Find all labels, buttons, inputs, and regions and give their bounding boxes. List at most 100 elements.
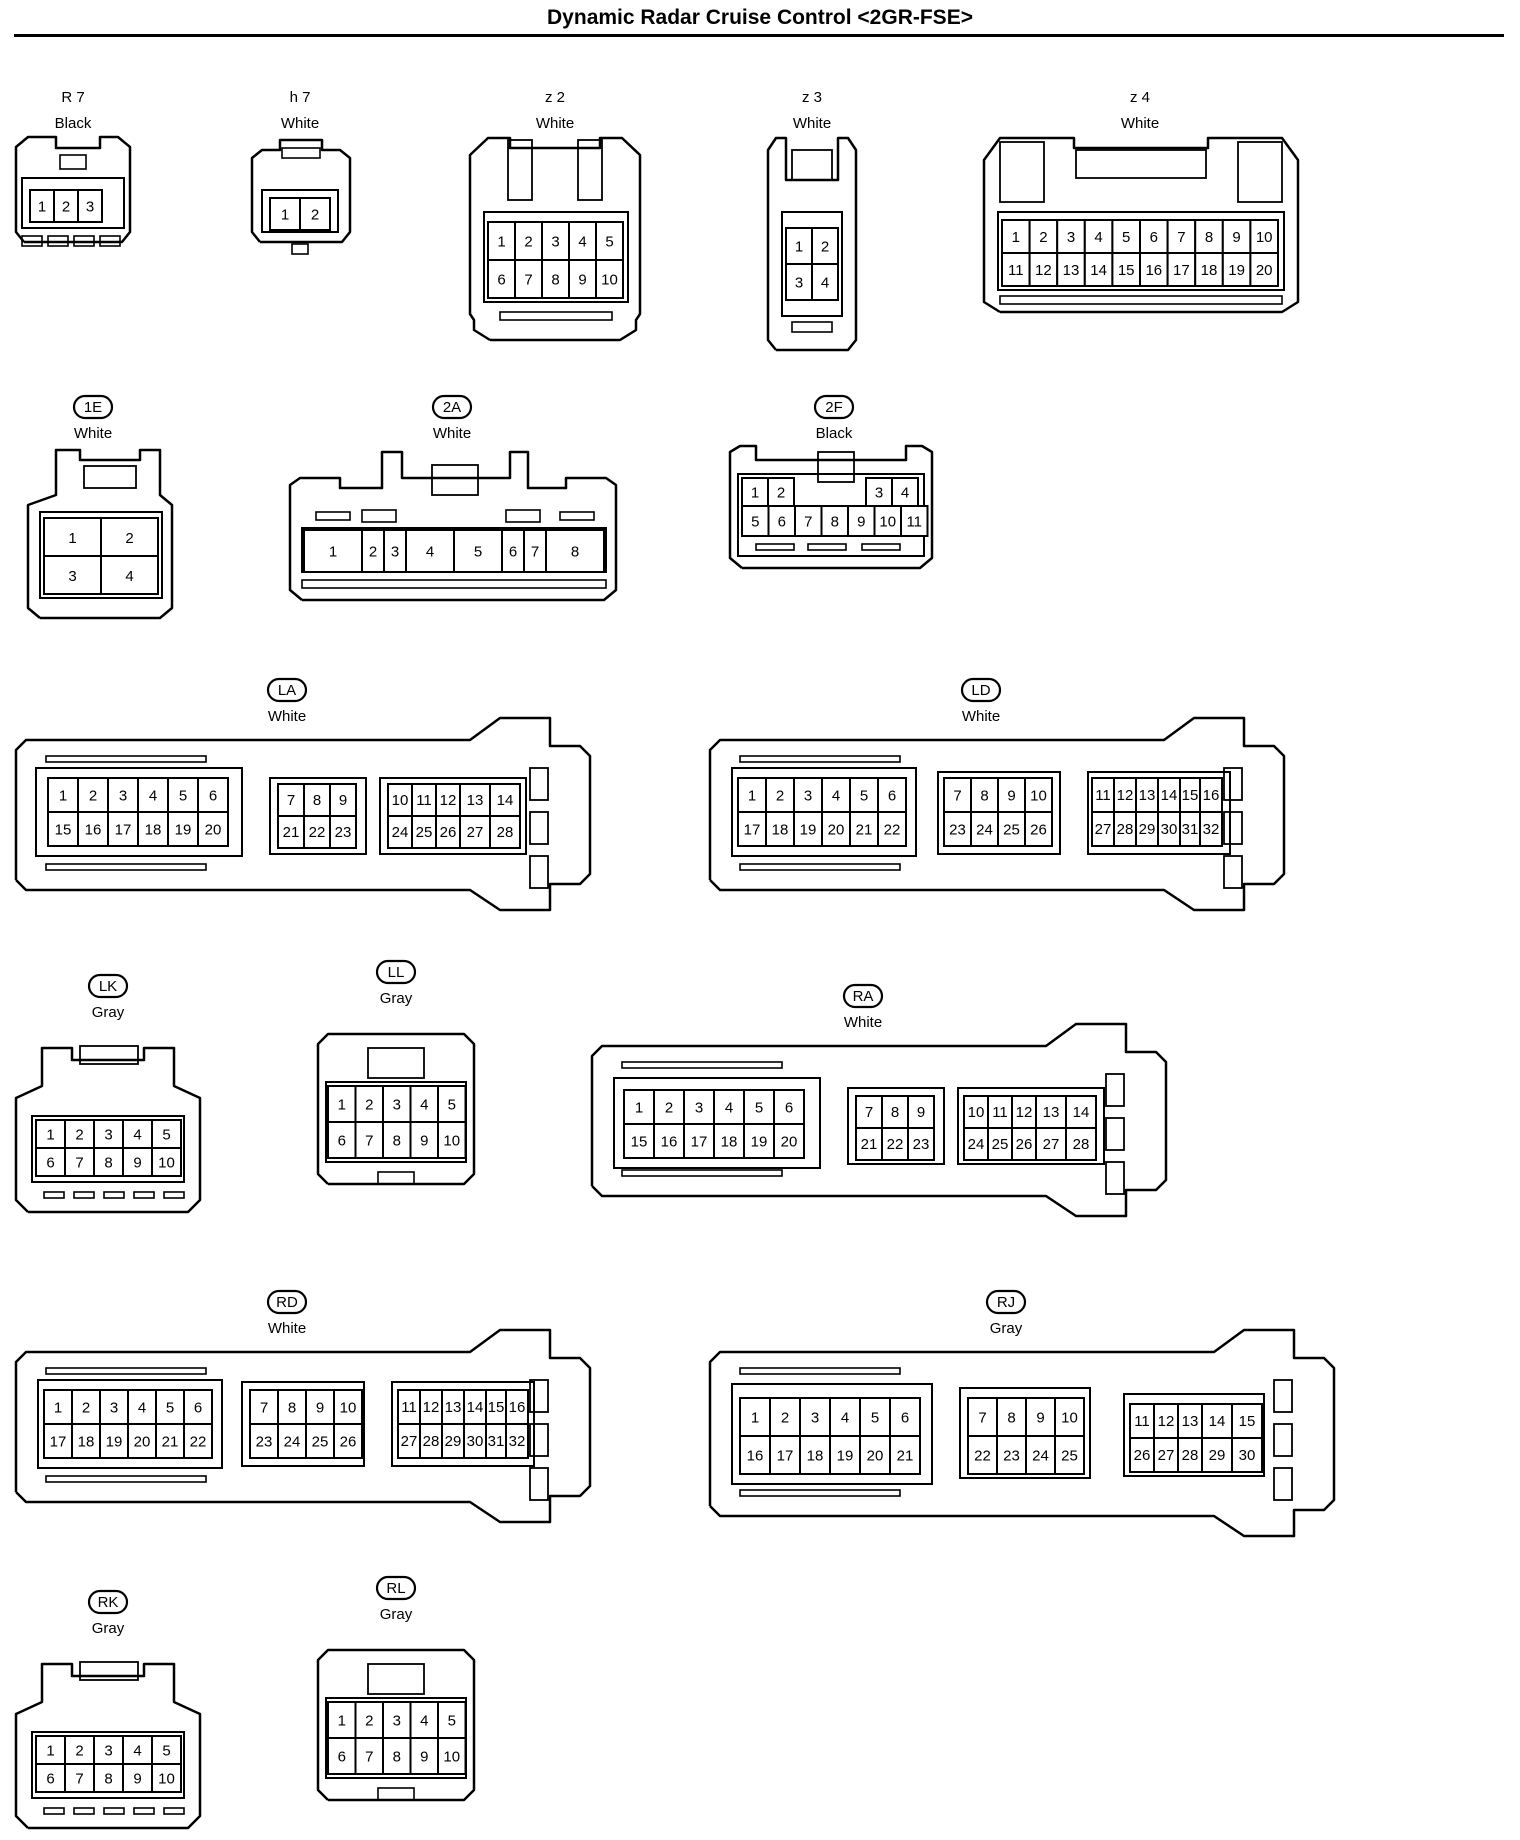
- pin-cell: [93, 1763, 124, 1793]
- pin-number: 4: [125, 568, 133, 585]
- pin-number: 2: [75, 1742, 83, 1759]
- pin-number: 3: [1067, 229, 1075, 246]
- pin-cell: [122, 1147, 153, 1177]
- connector-badge: [960, 677, 1002, 703]
- pin-number: 8: [288, 1399, 296, 1416]
- pin-cell: [881, 1127, 909, 1161]
- pin-number: 9: [339, 792, 347, 809]
- pin-number: 15: [631, 1133, 648, 1150]
- pin-number: 7: [75, 1770, 83, 1787]
- connector-badge: [87, 973, 129, 999]
- pin-cell: [127, 1423, 157, 1459]
- pin-cell: [382, 1737, 412, 1775]
- pin-number: 3: [104, 1126, 112, 1143]
- pin-number: 6: [901, 1409, 909, 1426]
- pin-number: 17: [115, 821, 132, 838]
- pin-number: 4: [133, 1126, 141, 1143]
- pin-number: 5: [162, 1742, 170, 1759]
- pin-number: 27: [401, 1433, 418, 1450]
- pin-number: 13: [467, 792, 484, 809]
- pin-number: 28: [1182, 1447, 1199, 1464]
- pin-number: 4: [578, 233, 586, 250]
- pin-cell: [773, 1123, 805, 1159]
- pin-number: 7: [365, 1748, 373, 1765]
- pin-number: 20: [205, 821, 222, 838]
- pin-number: 1: [59, 787, 67, 804]
- pin-number: 27: [467, 824, 484, 841]
- connector-badge: [375, 1575, 417, 1601]
- pin-number: 9: [917, 1104, 925, 1121]
- pin-number: 16: [509, 1399, 526, 1416]
- pin-cell: [333, 1423, 363, 1459]
- pin-cell: [996, 1435, 1027, 1475]
- pin-cell: [741, 505, 770, 537]
- pin-number: 27: [1095, 821, 1112, 838]
- pin-number: 23: [913, 1136, 930, 1153]
- pin-number: 1: [46, 1742, 54, 1759]
- pin-cell: [767, 505, 796, 537]
- pin-number: 1: [748, 787, 756, 804]
- pin-number: 11: [992, 1104, 1008, 1121]
- pin-number: 4: [841, 1409, 849, 1426]
- pin-cell: [1065, 1095, 1097, 1129]
- pin-cell: [35, 1119, 66, 1149]
- pin-cell: [820, 505, 849, 537]
- connector-color: White: [844, 1014, 882, 1031]
- pin-number: 3: [393, 1712, 401, 1729]
- pin-number: 1: [281, 206, 289, 223]
- pin-number: 11: [1095, 787, 1111, 804]
- pin-number: 4: [1094, 229, 1102, 246]
- pin-cell: [43, 517, 102, 557]
- pin-number: 16: [1145, 262, 1162, 279]
- pin-cell: [151, 1119, 182, 1149]
- pin-number: 7: [365, 1132, 373, 1149]
- pin-number: 13: [1139, 787, 1156, 804]
- pin-cell: [489, 815, 521, 849]
- pin-cell: [943, 777, 972, 813]
- connector-color: White: [793, 115, 831, 132]
- pin-number: 20: [134, 1433, 151, 1450]
- pin-cell: [387, 783, 413, 817]
- pin-number: 12: [1035, 262, 1052, 279]
- pin-number: 11: [1134, 1413, 1150, 1430]
- pin-cell: [889, 1435, 921, 1475]
- pin-number: 19: [837, 1447, 854, 1464]
- pin-number: 23: [256, 1433, 273, 1450]
- pin-number: 1: [795, 238, 803, 255]
- pin-cell: [249, 1389, 279, 1425]
- pin-number: 2: [311, 206, 319, 223]
- pin-number: 8: [891, 1104, 899, 1121]
- pin-number: 5: [162, 1126, 170, 1143]
- pin-number: 11: [401, 1399, 417, 1416]
- pin-number: 1: [751, 484, 759, 501]
- connector-id: z 2: [545, 89, 565, 106]
- pin-number: 6: [778, 513, 786, 530]
- pin-number: 4: [420, 1712, 428, 1729]
- pin-number: 8: [571, 543, 579, 560]
- pin-number: 9: [420, 1748, 428, 1765]
- connector-color: White: [433, 425, 471, 442]
- pin-cell: [303, 529, 363, 573]
- pin-cell: [1035, 1127, 1067, 1161]
- pin-number: 18: [78, 1433, 95, 1450]
- pin-number: 10: [1256, 229, 1273, 246]
- pin-number: 6: [338, 1748, 346, 1765]
- pin-cell: [1166, 252, 1197, 287]
- pin-number: 3: [391, 543, 399, 560]
- pin-number: 14: [1209, 1413, 1226, 1430]
- connector-id: RD: [276, 1294, 298, 1311]
- pin-cell: [1231, 1403, 1263, 1439]
- pin-number: 5: [179, 787, 187, 804]
- pin-number: 26: [1016, 1136, 1033, 1153]
- pin-cell: [1153, 1437, 1179, 1473]
- pin-number: 29: [1209, 1447, 1226, 1464]
- pin-number: 3: [86, 198, 94, 215]
- pin-number: 9: [1007, 787, 1015, 804]
- pin-number: 12: [423, 1399, 440, 1416]
- pin-number: 31: [1182, 821, 1199, 838]
